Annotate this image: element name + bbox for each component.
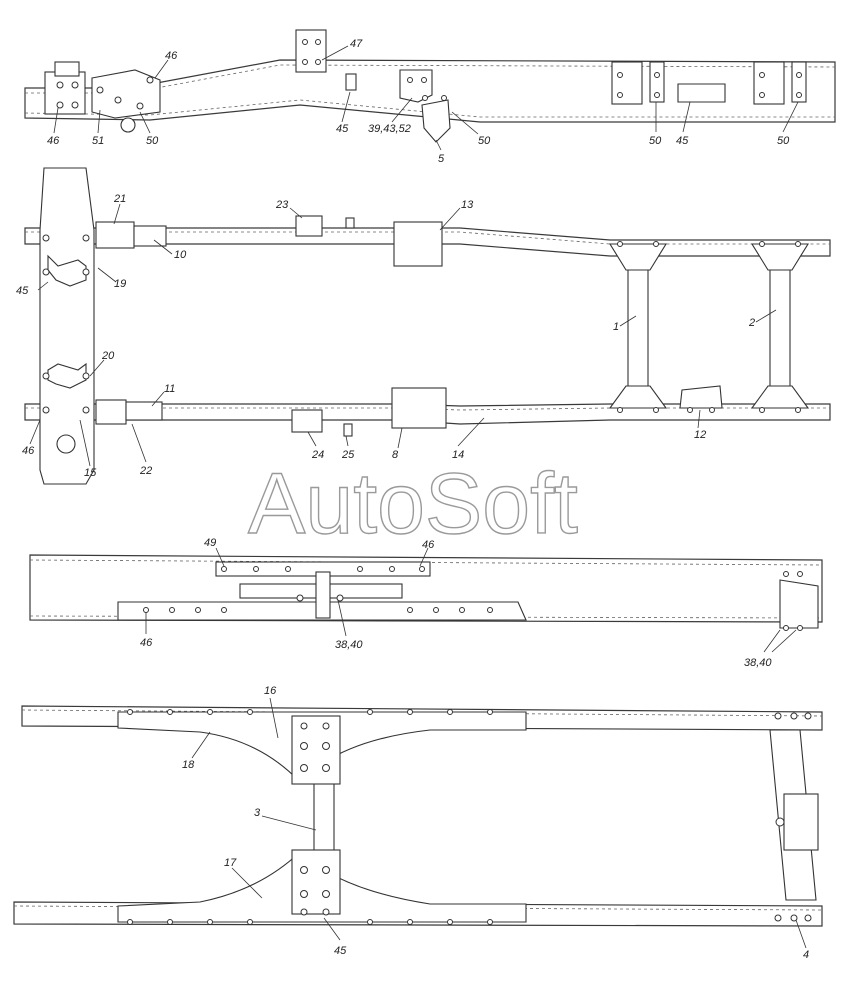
bracket-10 bbox=[133, 225, 167, 247]
watermark: AutoSoft bbox=[248, 456, 578, 552]
callout: 47 bbox=[350, 38, 363, 50]
callout: 14 bbox=[452, 449, 464, 461]
crossmember-2 bbox=[769, 249, 791, 407]
callout: 5 bbox=[438, 153, 445, 165]
bracket-11 bbox=[125, 401, 163, 421]
callout: 38,40 bbox=[744, 657, 772, 669]
callout: 4 bbox=[803, 949, 809, 961]
bracket-45-small bbox=[345, 73, 357, 91]
callout: 50 bbox=[478, 135, 491, 147]
callout: 45 bbox=[334, 945, 347, 957]
bracket-47 bbox=[295, 29, 327, 73]
bracket-5 bbox=[421, 99, 451, 143]
rail-body bbox=[29, 554, 823, 623]
callout: 10 bbox=[174, 249, 187, 261]
callout: 39,43,52 bbox=[368, 123, 411, 135]
callout: 46 bbox=[422, 539, 435, 551]
callout: 18 bbox=[182, 759, 195, 771]
bracket-24 bbox=[291, 409, 323, 433]
rear-bracket-b bbox=[753, 61, 785, 105]
section-bottom-labels: 16 18 3 17 45 4 bbox=[182, 685, 809, 961]
callout: 21 bbox=[113, 193, 126, 205]
center-web bbox=[315, 571, 331, 619]
callout: 17 bbox=[224, 857, 237, 869]
callout: 2 bbox=[748, 317, 755, 329]
callout: 22 bbox=[139, 465, 152, 477]
tow-hole bbox=[56, 434, 76, 454]
callout: 38,40 bbox=[335, 639, 363, 651]
front-bracket bbox=[44, 71, 86, 115]
section-top-leaders bbox=[53, 45, 799, 151]
plate-16 bbox=[291, 715, 341, 785]
callout: 46 bbox=[47, 135, 60, 147]
plate-lower bbox=[291, 849, 341, 915]
small-clip-top bbox=[345, 217, 355, 229]
top-rail bbox=[21, 705, 823, 731]
bracket-12 bbox=[679, 385, 723, 409]
callout: 20 bbox=[101, 350, 115, 362]
engine-mount-8 bbox=[391, 387, 447, 429]
callout: 11 bbox=[164, 383, 175, 395]
callout: 50 bbox=[777, 135, 790, 147]
callout: 46 bbox=[165, 50, 178, 62]
gusset-1-top bbox=[609, 243, 667, 271]
callout: 8 bbox=[392, 449, 399, 461]
callout: 19 bbox=[114, 278, 126, 290]
bracket-23 bbox=[295, 215, 323, 237]
bracket-22 bbox=[95, 399, 127, 425]
small-clip-25 bbox=[343, 423, 353, 437]
bumper-cutout-lower bbox=[47, 362, 87, 389]
section-top-labels: 46 47 46 51 50 45 39,43,52 5 50 50 45 50 bbox=[47, 38, 790, 165]
bracket-top bbox=[54, 61, 80, 77]
callout: 46 bbox=[22, 445, 35, 457]
bottom-rail bbox=[13, 901, 823, 927]
callout: 16 bbox=[264, 685, 277, 697]
callout: 12 bbox=[694, 429, 706, 441]
callout: 50 bbox=[146, 135, 159, 147]
callout: 23 bbox=[275, 199, 289, 211]
rear-bracket-a bbox=[611, 61, 643, 105]
callout: 51 bbox=[92, 135, 104, 147]
frame-side-view bbox=[24, 29, 836, 143]
bumper-cutout-upper bbox=[47, 254, 87, 287]
rear-bracket-a2 bbox=[649, 61, 665, 103]
section-plan-labels: 21 23 13 10 45 19 1 2 20 11 46 15 22 24 … bbox=[16, 193, 755, 479]
cross-plate-45 bbox=[677, 83, 726, 103]
callout: 3 bbox=[254, 807, 261, 819]
rear-bracket-b2 bbox=[791, 61, 807, 103]
gusset-2-bottom bbox=[750, 385, 810, 409]
callout: 50 bbox=[649, 135, 662, 147]
section-bottom-leaders bbox=[191, 697, 807, 949]
callout: 45 bbox=[336, 123, 349, 135]
section-side-leaders bbox=[145, 547, 797, 653]
callout: 1 bbox=[613, 321, 619, 333]
upper-rail bbox=[24, 227, 831, 257]
callout: 45 bbox=[16, 285, 29, 297]
callout: 25 bbox=[341, 449, 355, 461]
callout: 49 bbox=[204, 537, 216, 549]
callout: 45 bbox=[676, 135, 689, 147]
callout: 13 bbox=[461, 199, 474, 211]
bracket-21 bbox=[95, 221, 135, 249]
frame-plan-view bbox=[24, 167, 831, 485]
crossmember-plan-view bbox=[13, 705, 823, 927]
crossmember-1 bbox=[627, 249, 649, 407]
engine-mount-upper bbox=[393, 221, 443, 267]
gusset-1-bottom bbox=[608, 385, 668, 409]
callout: 46 bbox=[140, 637, 153, 649]
callout: 15 bbox=[84, 467, 97, 479]
front-bumper bbox=[39, 167, 95, 485]
bushing bbox=[120, 117, 136, 133]
section-plan-leaders bbox=[29, 203, 777, 467]
end-bracket bbox=[779, 579, 819, 629]
end-plate bbox=[783, 793, 819, 851]
section-side-labels: 49 46 46 38,40 38,40 bbox=[140, 537, 772, 669]
crossmember-side-view bbox=[29, 554, 823, 631]
gusset-2-top bbox=[751, 243, 809, 271]
callout: 24 bbox=[311, 449, 324, 461]
